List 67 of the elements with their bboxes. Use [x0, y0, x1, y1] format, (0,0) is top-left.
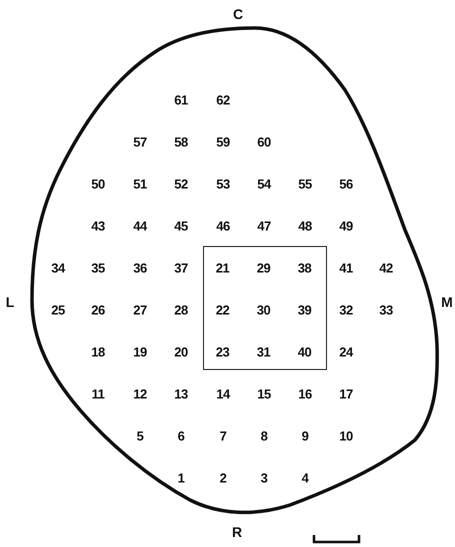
region-number: 11 — [92, 386, 104, 402]
region-number: 42 — [379, 260, 393, 276]
region-number: 5 — [136, 428, 144, 444]
region-number: 19 — [133, 344, 147, 360]
region-number: 44 — [133, 218, 147, 234]
region-number: 56 — [339, 176, 353, 192]
direction-label: M — [441, 294, 453, 310]
region-number: 46 — [216, 218, 230, 234]
region-number: 32 — [339, 302, 353, 318]
region-number: 26 — [91, 302, 105, 318]
region-number: 51 — [133, 176, 147, 192]
region-number: 43 — [91, 218, 105, 234]
region-number: 24 — [339, 344, 353, 360]
region-number: 17 — [339, 386, 353, 402]
region-number: 15 — [257, 386, 271, 402]
region-number: 54 — [257, 176, 271, 192]
region-number: 18 — [91, 344, 105, 360]
region-number: 29 — [256, 260, 270, 275]
region-number: 33 — [379, 302, 393, 318]
region-number: 47 — [257, 218, 271, 234]
region-number: 9 — [302, 428, 308, 444]
region-number: 2 — [220, 470, 226, 486]
region-number: 57 — [133, 134, 147, 150]
region-number: 39 — [298, 302, 312, 317]
region-number: 16 — [298, 386, 312, 402]
region-number: 31 — [256, 344, 270, 359]
region-number: 21 — [216, 260, 230, 275]
region-number: 20 — [174, 344, 188, 360]
region-number: 4 — [302, 470, 308, 486]
region-number: 34 — [51, 260, 65, 276]
region-number: 1 — [178, 470, 184, 486]
region-number: 52 — [174, 176, 188, 192]
region-number: 62 — [216, 92, 230, 108]
region-number: 37 — [174, 260, 188, 276]
region-number: 60 — [257, 134, 271, 150]
region-number: 27 — [133, 302, 147, 318]
region-number: 53 — [216, 176, 230, 192]
region-number: 38 — [298, 260, 312, 275]
region-number: 49 — [339, 218, 353, 234]
region-number: 55 — [298, 176, 312, 192]
region-number: 12 — [133, 386, 147, 402]
region-number: 6 — [178, 428, 184, 444]
region-number: 25 — [51, 302, 65, 318]
region-number: 41 — [339, 260, 353, 276]
region-number: 35 — [91, 260, 105, 276]
direction-label: R — [232, 524, 242, 540]
region-number: 28 — [174, 302, 188, 318]
region-number: 13 — [174, 386, 188, 402]
region-number: 23 — [216, 344, 230, 359]
region-number: 7 — [220, 428, 226, 444]
region-number: 3 — [260, 470, 268, 486]
region-number: 36 — [133, 260, 147, 276]
direction-label: L — [6, 294, 14, 310]
region-number: 58 — [174, 134, 188, 150]
region-number: 48 — [298, 218, 312, 234]
region-number: 30 — [256, 302, 270, 317]
region-number: 50 — [91, 176, 105, 192]
region-number: 40 — [298, 344, 312, 359]
region-number: 59 — [216, 134, 230, 150]
direction-label: C — [232, 6, 244, 22]
region-number: 61 — [174, 92, 188, 108]
region-number: 8 — [260, 428, 268, 444]
region-number: 45 — [174, 218, 188, 234]
grid-frame — [203, 246, 327, 370]
region-number: 22 — [216, 302, 230, 317]
region-number: 10 — [339, 428, 353, 444]
region-number: 14 — [216, 386, 230, 402]
